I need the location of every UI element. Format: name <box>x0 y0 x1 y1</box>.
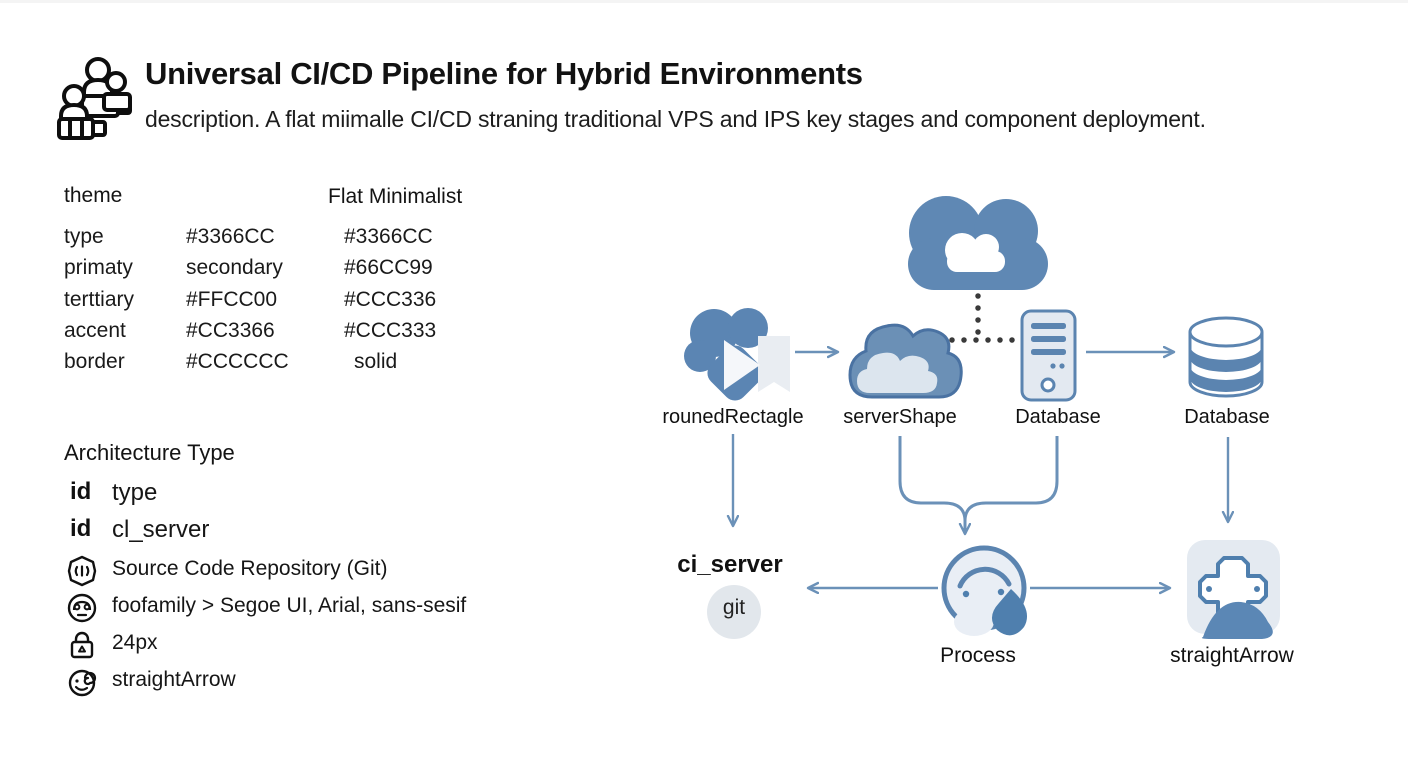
page-description: description. A flat miimalle CI/CD stran… <box>145 106 1206 132</box>
theme-row-value: #CC3366 <box>186 319 275 342</box>
theme-row-value: solid <box>354 350 398 373</box>
straight-arrow-node-icon <box>1187 540 1280 639</box>
page-title: Universal CI/CD Pipeline for Hybrid Envi… <box>145 56 863 91</box>
merge-connector <box>898 436 1059 534</box>
node-label-database: Database <box>1184 406 1270 428</box>
server-shape-node-icon <box>848 323 963 399</box>
theme-row-value: #3366CC <box>344 225 433 248</box>
database-cylinder-node-icon <box>1188 316 1264 398</box>
id-prefix: id <box>70 515 92 542</box>
rounded-rectangle-node-icon <box>684 308 790 401</box>
node-label-process: Process <box>940 644 1016 667</box>
theme-row-name: terttiary <box>64 288 135 311</box>
theme-row-value: #CCC333 <box>344 319 437 342</box>
theme-row-value: #3366CC <box>186 225 275 248</box>
theme-row-value: #CCCCCC <box>186 350 289 373</box>
arch-item-repo: Source Code Repository (Git) <box>112 557 388 580</box>
theme-row-name: primaty <box>64 256 133 279</box>
process-node-icon <box>941 545 1028 636</box>
theme-row-value: secondary <box>186 256 283 279</box>
theme-table-header: theme <box>64 184 123 207</box>
theme-row-value: #FFCC00 <box>186 288 278 311</box>
theme-style-name: Flat Minimalist <box>328 185 463 208</box>
node-label-server-tower: Database <box>1015 406 1101 428</box>
team-people-icon <box>57 57 132 140</box>
theme-row-value: #CCC336 <box>344 288 437 311</box>
theme-row-value: #66CC99 <box>344 256 433 279</box>
git-badge-icon <box>67 555 97 587</box>
arch-item-ci-server: cl_server <box>112 516 210 543</box>
cloud-top-icon <box>908 196 1048 290</box>
theme-row-name: border <box>64 350 125 373</box>
node-label-rounded-rectangle: rounedRectagle <box>662 406 804 428</box>
id-prefix: id <box>70 478 92 505</box>
node-label-ci-server: ci_server <box>677 551 783 578</box>
font-palette-icon <box>67 593 97 623</box>
git-badge-label: git <box>722 596 746 619</box>
arch-item-type: type <box>112 479 158 506</box>
node-label-straight-arrow: straightArrow <box>1170 644 1294 667</box>
git-badge <box>707 585 761 639</box>
arch-item-font-family: foofamily > Segoe UI, Arial, sans-sesif <box>112 594 467 617</box>
node-label-server-shape: serverShape <box>843 406 957 428</box>
arch-item-size: 24px <box>112 631 158 654</box>
server-tower-node-icon <box>1020 309 1077 402</box>
lock-icon <box>70 631 94 659</box>
arch-item-arrow-style: straightArrow <box>112 668 236 691</box>
theme-row-name: accent <box>64 319 126 342</box>
theme-row-name: type <box>64 225 104 248</box>
swirl-face-icon <box>68 669 97 697</box>
architecture-heading: Architecture Type <box>64 440 235 465</box>
